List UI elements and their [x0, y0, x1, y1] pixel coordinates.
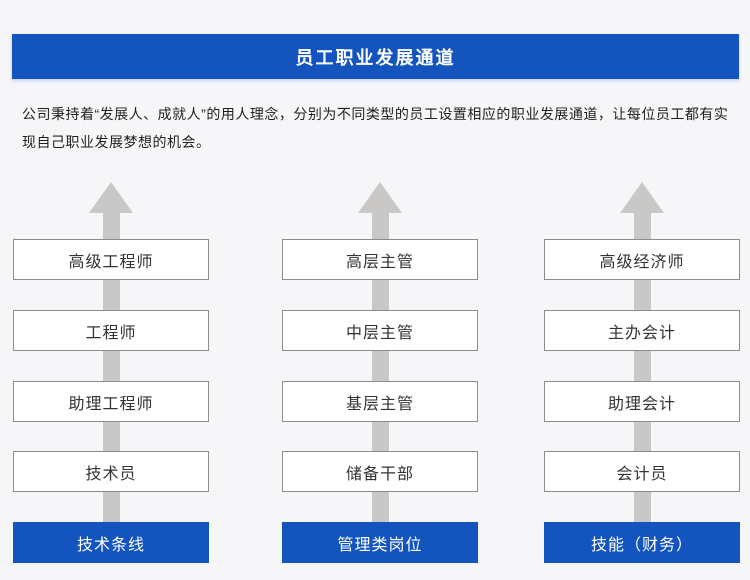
- page-title: 员工职业发展通道: [295, 47, 456, 68]
- up-arrow-shaft: [633, 213, 651, 522]
- level-box: 技术员: [13, 451, 209, 492]
- page-title-banner: 员工职业发展通道: [12, 34, 739, 79]
- level-box: 储备干部: [282, 451, 478, 492]
- level-box: 中层主管: [282, 310, 478, 351]
- up-arrow-icon: [358, 182, 402, 522]
- career-column-management: 高层主管 中层主管 基层主管 储备干部 管理类岗位: [282, 182, 478, 564]
- career-column-finance-skill: 高级经济师 主办会计 助理会计 会计员 技能（财务）: [544, 182, 740, 564]
- career-column-technical: 高级工程师 工程师 助理工程师 技术员 技术条线: [13, 182, 209, 564]
- intro-paragraph: 公司秉持着“发展人、成就人”的用人理念，分别为不同类型的员工设置相应的职业发展通…: [22, 106, 729, 150]
- up-arrow-head: [620, 182, 664, 213]
- level-box: 工程师: [13, 310, 209, 351]
- level-box: 主办会计: [544, 310, 740, 351]
- up-arrow-icon: [620, 182, 664, 522]
- level-box: 高级经济师: [544, 239, 740, 280]
- up-arrow-head: [89, 182, 133, 213]
- up-arrow-shaft: [102, 213, 120, 522]
- up-arrow-shaft: [371, 213, 389, 522]
- up-arrow-icon: [89, 182, 133, 522]
- level-box: 助理会计: [544, 381, 740, 422]
- track-label-management: 管理类岗位: [282, 522, 478, 563]
- career-ladder-diagram: 高级工程师 工程师 助理工程师 技术员 技术条线 高层主管 中层主管 基层主管 …: [0, 182, 750, 564]
- level-box: 会计员: [544, 451, 740, 492]
- up-arrow-head: [358, 182, 402, 213]
- track-label-finance-skill: 技能（财务）: [544, 522, 740, 563]
- level-box: 基层主管: [282, 381, 478, 422]
- level-box: 高层主管: [282, 239, 478, 280]
- track-label-technical: 技术条线: [13, 522, 209, 563]
- level-box: 高级工程师: [13, 239, 209, 280]
- level-box: 助理工程师: [13, 381, 209, 422]
